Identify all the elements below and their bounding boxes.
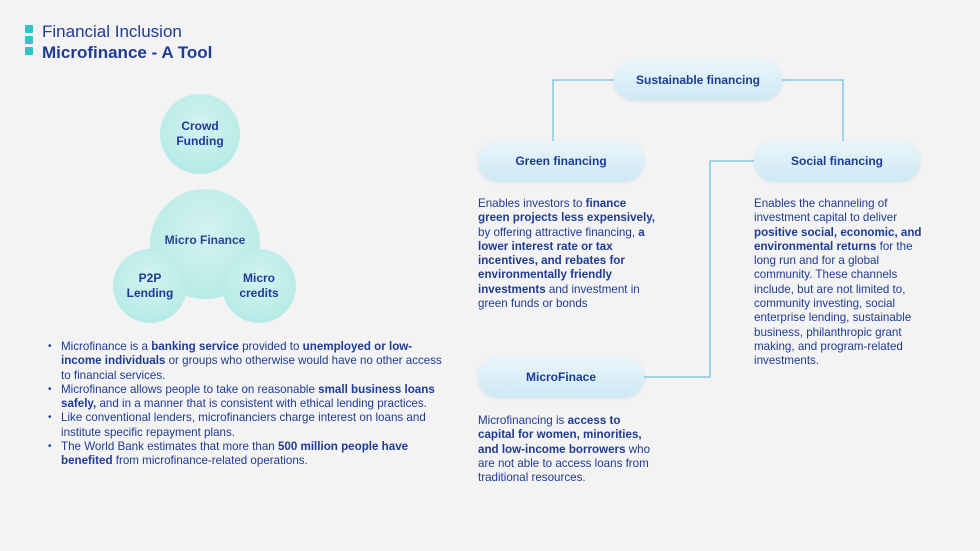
desc-green-financing: Enables investors to finance green proje… [478, 197, 656, 311]
node-sustainable-financing: Sustainable financing [614, 60, 782, 100]
connector-sustainable-green [552, 79, 614, 141]
page-subtitle: Microfinance - A Tool [42, 43, 213, 62]
node-microfinace: MicroFinace [478, 357, 644, 397]
desc-social-financing: Enables the channeling of investment cap… [754, 197, 922, 368]
connector-social-microfinace [644, 160, 754, 378]
connector-sustainable-social [782, 79, 844, 141]
node-sustainable-financing-label: Sustainable financing [635, 73, 761, 87]
circle-micro-finance-label: Micro Finance [164, 233, 246, 247]
node-social-financing: Social financing [754, 141, 920, 181]
bullet-list: Microfinance is a banking service provid… [48, 340, 448, 469]
page-title: Financial Inclusion [42, 22, 182, 41]
bullet-item: Microfinance allows people to take on re… [48, 383, 448, 412]
bullet-item: The World Bank estimates that more than … [48, 440, 448, 469]
title-accent-bars [25, 25, 33, 58]
bullet-item: Microfinance is a banking service provid… [48, 340, 448, 383]
node-social-financing-label: Social financing [790, 154, 883, 168]
bullet-item: Like conventional lenders, microfinancie… [48, 411, 448, 440]
desc-microfinace: Microfinancing is access to capital for … [478, 414, 651, 485]
node-microfinace-label: MicroFinace [525, 370, 597, 384]
node-green-financing-label: Green financing [515, 154, 607, 168]
node-green-financing: Green financing [478, 141, 644, 181]
